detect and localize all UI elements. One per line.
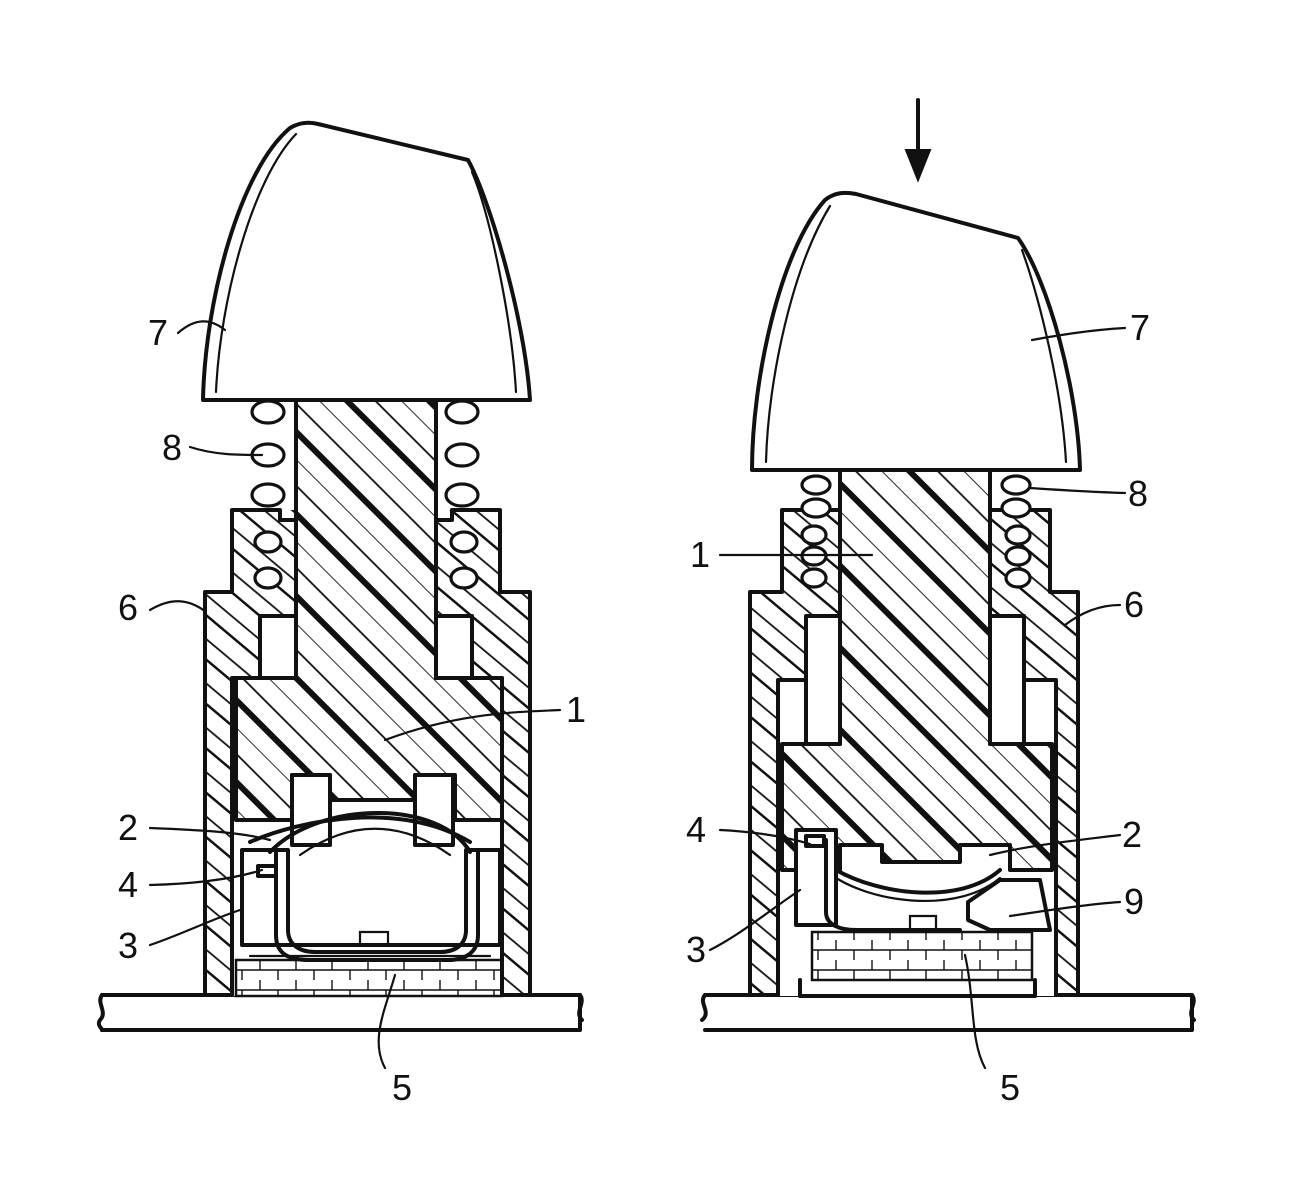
left-label-spring: 8: [162, 427, 182, 468]
left-label-contact-plate: 3: [118, 925, 138, 966]
right-cap: [750, 190, 1082, 472]
left-label-base-contact: 5: [392, 1067, 412, 1108]
right-label-contact-plate: 3: [686, 929, 706, 970]
right-label-cap: 7: [1130, 307, 1150, 348]
right-label-plunger: 1: [690, 534, 710, 575]
right-contact-assembly: [794, 828, 1052, 998]
left-label-tab: 4: [118, 864, 138, 905]
right-leaders: [708, 326, 1127, 1070]
right-label-housing: 6: [1124, 584, 1144, 625]
left-cap: [201, 120, 532, 402]
left-label-housing: 6: [118, 587, 138, 628]
right-view: 7 8 1 6 4 2 3 9 5: [686, 98, 1196, 1108]
right-label-stop: 9: [1124, 881, 1144, 922]
right-plunger: [780, 468, 1054, 872]
left-label-plunger: 1: [566, 689, 586, 730]
left-label-contact-spring: 2: [118, 807, 138, 848]
left-contact-assembly: [234, 811, 504, 998]
right-label-spring: 8: [1128, 473, 1148, 514]
left-spring: [250, 399, 480, 590]
right-base-board: [700, 993, 1196, 1032]
right-reference-numerals: 7 8 1 6 4 2 3 9 5: [686, 307, 1150, 1108]
right-label-tab: 4: [686, 809, 706, 850]
left-view: 7 8 6 1 2 4 3 5: [96, 120, 586, 1108]
left-leaders: [148, 320, 562, 1070]
left-base-board: [96, 993, 584, 1032]
left-label-cap: 7: [148, 312, 168, 353]
right-label-contact-spring: 2: [1122, 814, 1142, 855]
left-reference-numerals: 7 8 6 1 2 4 3 5: [118, 312, 586, 1108]
left-plunger: [234, 398, 504, 847]
right-label-base-contact: 5: [1000, 1067, 1020, 1108]
press-arrow-icon: [904, 98, 932, 183]
right-spring: [800, 474, 1032, 589]
